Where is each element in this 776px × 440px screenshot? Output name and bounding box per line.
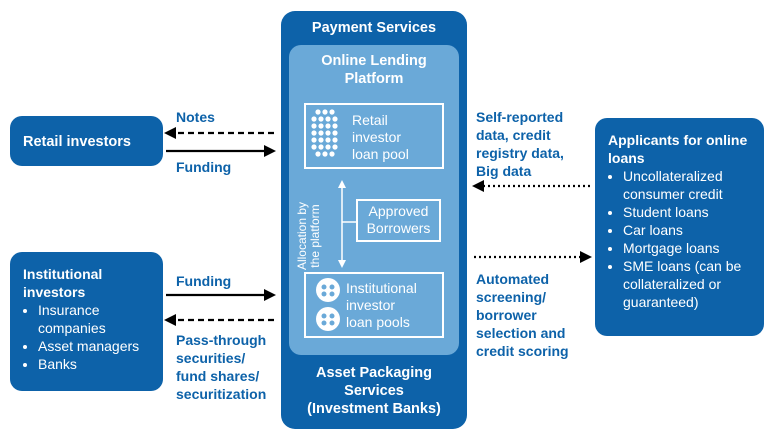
institutional-investors-box: Institutional investors Insurance compan…	[10, 252, 163, 391]
retail-investors-box: Retail investors	[10, 116, 163, 166]
retail-pool-line-2: investor	[352, 129, 402, 145]
applicants-title-line-2: loans	[608, 150, 645, 166]
funding-retail-label: Funding	[176, 159, 232, 175]
allocation-arrow-icon	[338, 180, 357, 268]
notes-label: Notes	[176, 109, 215, 125]
institutional-pool-line-2: investor	[346, 297, 396, 313]
automated-line: screening/	[476, 289, 547, 305]
institutional-pool-line-1: Institutional	[346, 280, 417, 296]
institutional-item: Insurance companies	[38, 301, 148, 337]
funding-inst-label: Funding	[176, 273, 232, 289]
pass-through-label: Pass-through securities/ fund shares/ se…	[176, 331, 266, 403]
institutional-loan-pool-box	[304, 272, 444, 338]
pass-through-line: securitization	[176, 386, 267, 402]
self-reported-line: Self-reported	[476, 109, 564, 125]
retail-loan-pool-box	[304, 103, 444, 169]
applicants-list: Uncollateralized consumer credit Student…	[608, 167, 756, 311]
approved-line-2: Borrowers	[366, 220, 431, 236]
self-reported-label: Self-reported data, credit registry data…	[476, 108, 564, 180]
applicants-item: Uncollateralized consumer credit	[623, 167, 756, 203]
online-lending-title-line-2: Platform	[344, 71, 404, 87]
pass-through-line: securities/	[176, 350, 246, 366]
automated-line: borrower	[476, 307, 537, 323]
applicants-title-line-1: Applicants for online	[608, 132, 748, 148]
asset-packaging-line-3: (Investment Banks)	[307, 401, 441, 417]
institutional-title-line-2: investors	[23, 284, 86, 300]
institutional-list: Insurance companies Asset managers Banks	[23, 301, 163, 373]
retail-pool-line-3: loan pool	[352, 146, 409, 162]
self-reported-line: Big data	[476, 163, 532, 179]
pass-through-line: Pass-through	[176, 332, 267, 348]
retail-pool-dots-icon	[311, 109, 338, 157]
institutional-pool-icon	[316, 278, 340, 331]
applicants-item: Car loans	[623, 221, 756, 239]
institutional-item: Banks	[38, 355, 163, 373]
institutional-item: Asset managers	[38, 337, 163, 355]
payment-services-title: Payment Services	[311, 20, 437, 36]
institutional-title-line-1: Institutional	[23, 266, 103, 282]
institutional-pool-line-3: loan pools	[346, 314, 410, 330]
automated-line: selection and	[476, 325, 566, 341]
approved-borrowers-box	[356, 199, 441, 242]
retail-investors-title: Retail investors	[23, 134, 131, 150]
approved-line-1: Approved	[368, 203, 429, 219]
applicants-box: Applicants for online loans Uncollateral…	[595, 118, 764, 336]
self-reported-line: registry data,	[476, 145, 564, 161]
self-reported-line: data, credit	[476, 127, 551, 143]
online-lending-title-line-1: Online Lending	[321, 53, 427, 69]
retail-pool-line-1: Retail	[352, 112, 388, 128]
applicants-item: SME loans (can be collateralized or guar…	[623, 257, 756, 311]
asset-packaging-line-1: Asset Packaging	[315, 365, 433, 381]
automated-line: credit scoring	[476, 343, 569, 359]
automated-label: Automated screening/ borrower selection …	[476, 270, 569, 360]
pass-through-line: fund shares/	[176, 368, 260, 384]
automated-line: Automated	[476, 271, 550, 287]
applicants-item: Mortgage loans	[623, 239, 756, 257]
applicants-item: Student loans	[623, 203, 756, 221]
asset-packaging-line-2: Services	[344, 383, 404, 399]
